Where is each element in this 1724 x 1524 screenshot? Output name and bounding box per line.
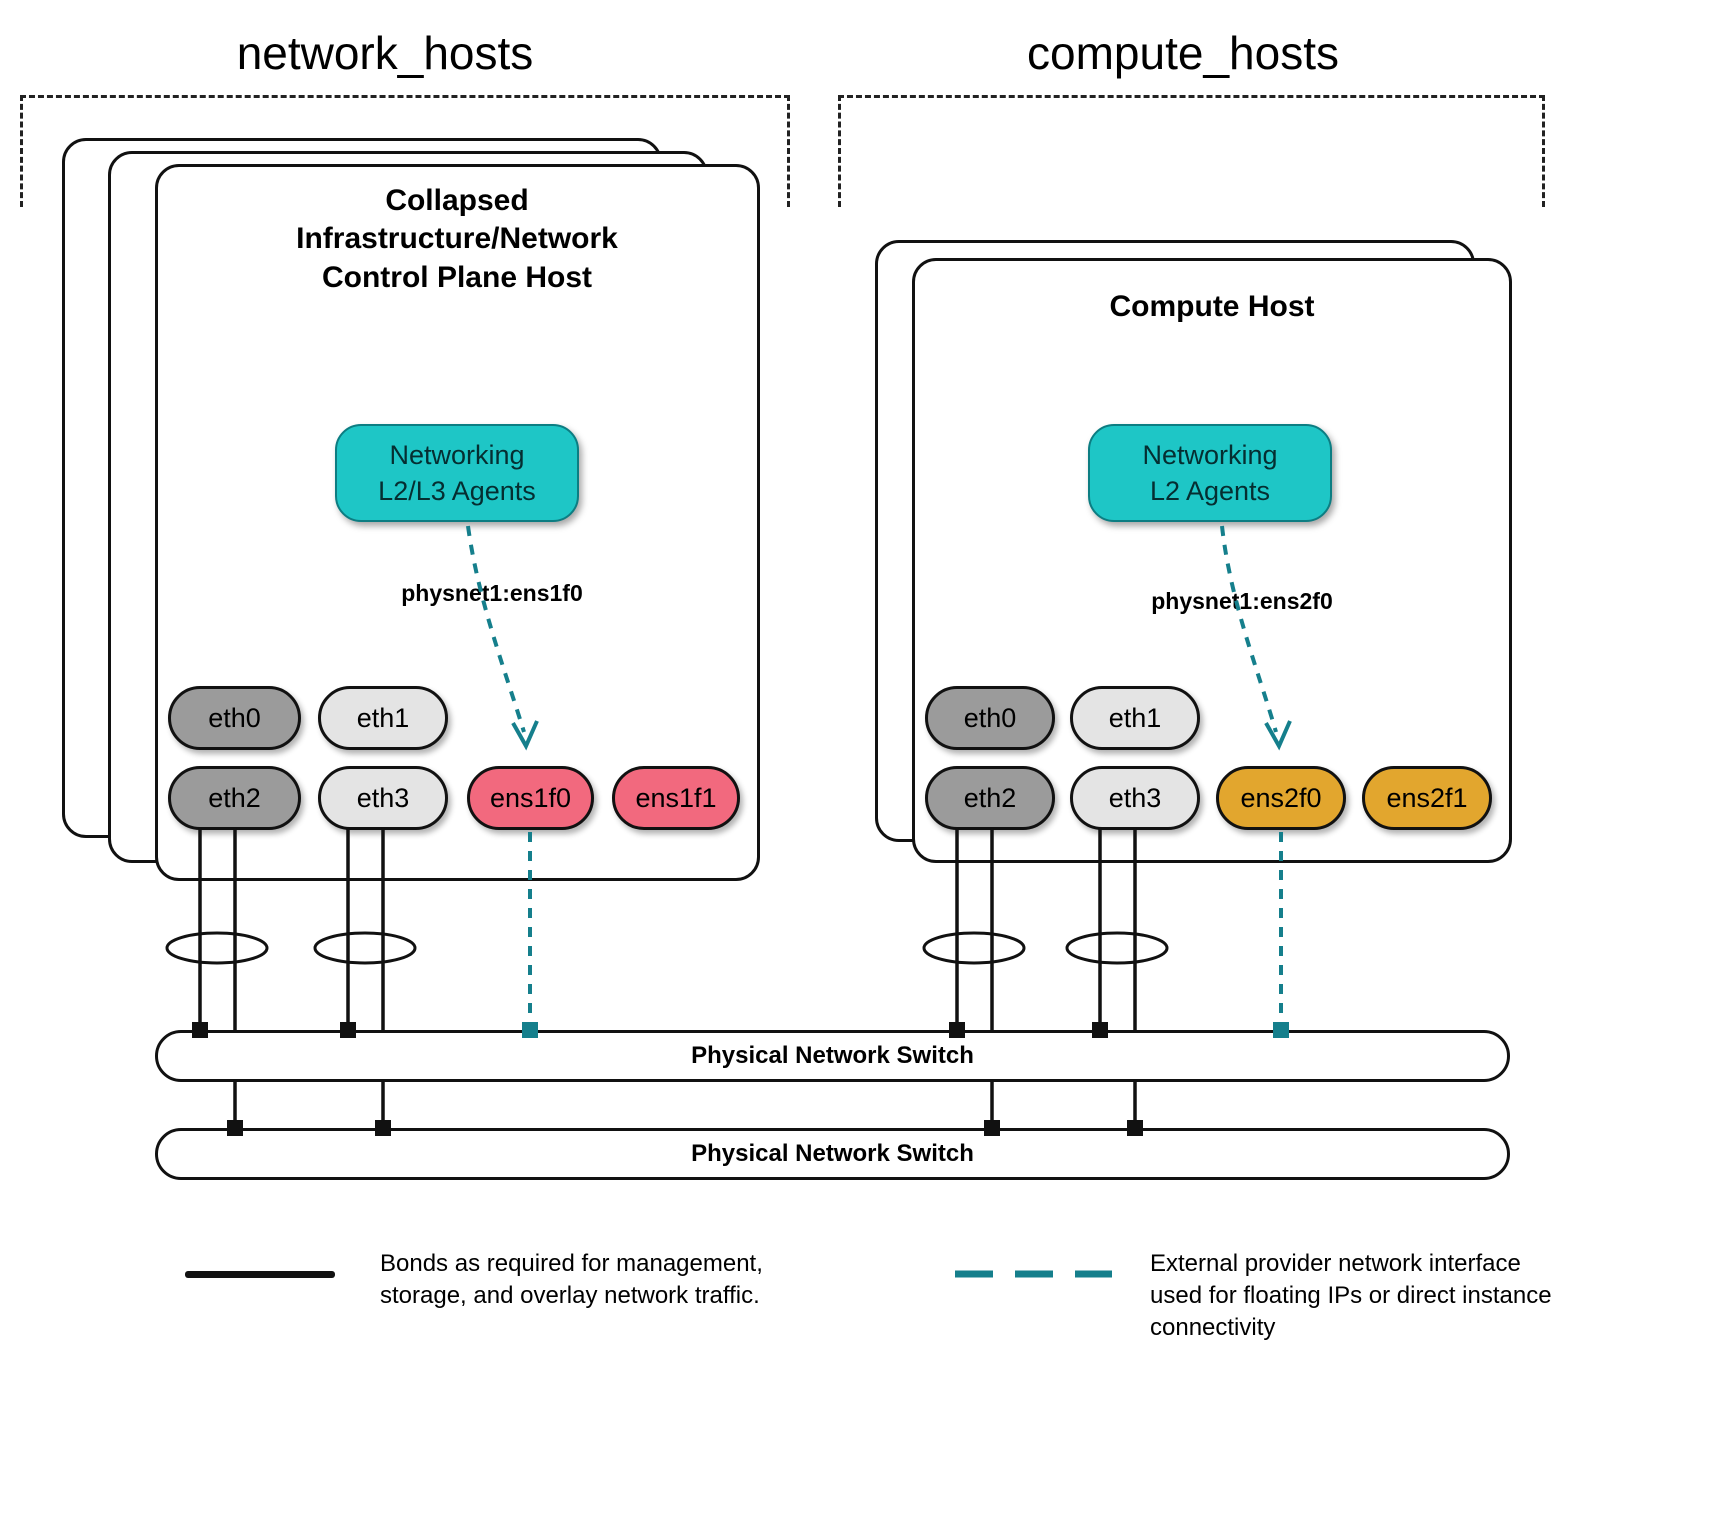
network-host-card bbox=[155, 164, 760, 881]
nic-ens2f0: ens2f0 bbox=[1216, 766, 1346, 830]
nic-eth3: eth3 bbox=[1070, 766, 1200, 830]
physnet-label-ens1f0: physnet1:ens1f0 bbox=[401, 580, 583, 606]
bond-ring bbox=[1065, 931, 1169, 965]
legend-bond-text: Bonds as required for management, storag… bbox=[380, 1250, 763, 1309]
compute-host-title: Compute Host bbox=[1109, 290, 1315, 323]
nic-eth2: eth2 bbox=[925, 766, 1055, 830]
nic-eth1: eth1 bbox=[1070, 686, 1200, 750]
nic-eth3: eth3 bbox=[318, 766, 448, 830]
switch-label: Physical Network Switch bbox=[691, 1042, 974, 1069]
group-title-network-hosts: network_hosts bbox=[236, 27, 534, 79]
compute-host-card bbox=[912, 258, 1512, 863]
bond-rings bbox=[165, 931, 1169, 965]
legend-provider-text: External provider network interface used… bbox=[1150, 1250, 1552, 1341]
nic-eth0: eth0 bbox=[925, 686, 1055, 750]
nic-eth2: eth2 bbox=[168, 766, 301, 830]
physical-network-switch-2: Physical Network Switch bbox=[155, 1128, 1510, 1180]
bond-ring bbox=[922, 931, 1026, 965]
nic-ens1f1: ens1f1 bbox=[612, 766, 740, 830]
nic-eth0: eth0 bbox=[168, 686, 301, 750]
bond-ring bbox=[165, 931, 269, 965]
networking-l2l3-agents-box: Networking L2/L3 Agents bbox=[335, 424, 579, 522]
bond-ring bbox=[313, 931, 417, 965]
nic-eth1: eth1 bbox=[318, 686, 448, 750]
network-hosts-group-outline bbox=[20, 95, 790, 207]
network-host-title: Collapsed Infrastructure/Network Control… bbox=[296, 184, 618, 294]
nic-ens1f0: ens1f0 bbox=[467, 766, 594, 830]
nic-ens2f1: ens2f1 bbox=[1362, 766, 1492, 830]
physical-network-switch-1: Physical Network Switch bbox=[155, 1030, 1510, 1082]
compute-hosts-group-outline bbox=[838, 95, 1545, 207]
networking-l2-agents-box: Networking L2 Agents bbox=[1088, 424, 1332, 522]
legend-bond-line-sample bbox=[185, 1271, 335, 1278]
switch-label: Physical Network Switch bbox=[691, 1140, 974, 1167]
group-title-compute-hosts: compute_hosts bbox=[1027, 27, 1339, 79]
physnet-label-ens2f0: physnet1:ens2f0 bbox=[1151, 588, 1333, 614]
